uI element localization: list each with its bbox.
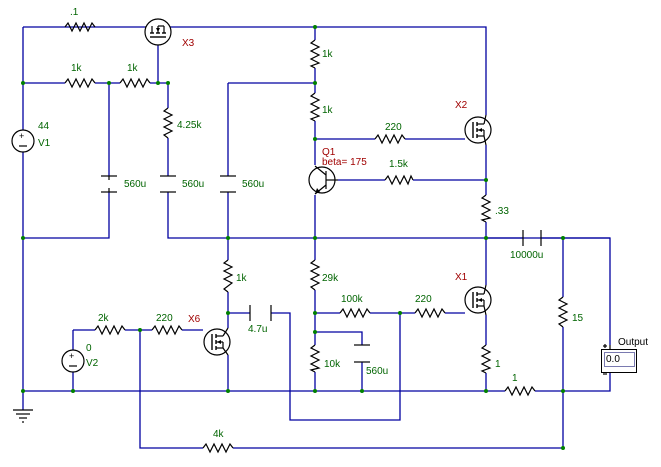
mosfet-x1-label: X1 xyxy=(455,272,468,283)
resistor-1k-x6[interactable]: 1k xyxy=(222,259,248,293)
svg-text:+: + xyxy=(19,131,24,141)
resistor-1k5-label: 1.5k xyxy=(389,159,409,170)
resistor-29k[interactable]: 29k xyxy=(309,259,339,291)
resistor-100k-label: 100k xyxy=(341,294,364,305)
resistor-1-x1-label: 1 xyxy=(495,359,501,370)
capacitor-560u-c[interactable]: 560u xyxy=(220,175,264,193)
capacitor-560u-a-label: 560u xyxy=(124,179,146,190)
transistor-q1[interactable]: Q1 beta= 175 xyxy=(308,147,367,195)
resistor-4k25[interactable]: 4.25k xyxy=(162,107,202,139)
resistor-10k[interactable]: 10k xyxy=(309,344,341,373)
output-meter[interactable]: 0.0 xyxy=(601,349,637,373)
capacitor-4u7-label: 4.7u xyxy=(248,324,267,335)
resistor-220-x6-label: 220 xyxy=(156,313,173,324)
resistor-10k-label: 10k xyxy=(324,359,341,370)
resistor-15[interactable]: 15 xyxy=(557,296,584,328)
resistor-1k-mid-label: 1k xyxy=(322,105,334,116)
mosfet-x2[interactable]: X2 xyxy=(455,100,492,146)
resistor-1k-b[interactable]: 1k xyxy=(119,63,151,89)
resistor-r01[interactable]: .1 xyxy=(64,7,96,33)
v1-value-label: 44 xyxy=(38,121,50,132)
resistor-1k-mid[interactable]: 1k xyxy=(309,92,334,122)
v2-value-label: 0 xyxy=(86,343,92,354)
resistor-1k-a[interactable]: 1k xyxy=(64,63,96,89)
resistor-1k5[interactable]: 1.5k xyxy=(384,159,414,186)
resistor-033[interactable]: .33 xyxy=(480,194,509,223)
capacitor-560u-b[interactable]: 560u xyxy=(160,175,204,193)
resistor-4k-label: 4k xyxy=(213,429,225,440)
q1-label: Q1 xyxy=(322,147,336,158)
mosfet-x1[interactable]: X1 xyxy=(455,272,492,316)
resistor-1k-top-label: 1k xyxy=(322,49,334,60)
resistor-1k-top[interactable]: 1k xyxy=(309,39,334,69)
resistor-100k[interactable]: 100k xyxy=(339,294,371,319)
capacitor-560u-b-label: 560u xyxy=(182,179,204,190)
mosfet-x6[interactable]: X6 xyxy=(188,314,231,356)
mosfet-x6-label: X6 xyxy=(188,314,201,325)
resistor-1-bottom[interactable]: 1 xyxy=(504,373,536,397)
capacitor-560u-d[interactable]: 560u xyxy=(354,344,388,377)
v2-name-label: V2 xyxy=(86,358,99,369)
capacitor-560u-d-label: 560u xyxy=(366,366,388,377)
capacitor-10000u-label: 10000u xyxy=(510,250,543,261)
voltage-source-v2[interactable]: + 0 V2 xyxy=(61,343,99,373)
resistor-29k-label: 29k xyxy=(322,273,339,284)
ground-icon xyxy=(13,409,33,423)
resistor-220-x6[interactable]: 220 xyxy=(151,313,183,336)
resistor-220-x1[interactable]: 220 xyxy=(414,294,446,319)
output-value: 0.0 xyxy=(604,352,635,367)
voltage-source-v1[interactable]: + 44 V1 xyxy=(11,121,51,153)
resistor-4k25-label: 4.25k xyxy=(177,120,202,131)
resistor-1k-a-label: 1k xyxy=(71,63,83,74)
capacitor-560u-a[interactable]: 560u xyxy=(101,175,146,193)
v1-name-label: V1 xyxy=(38,138,51,149)
capacitor-4u7[interactable]: 4.7u xyxy=(248,305,272,335)
mosfet-x3-label: X3 xyxy=(182,38,195,49)
junctions xyxy=(21,25,565,450)
resistor-220-top-label: 220 xyxy=(385,122,402,133)
resistor-2k-label: 2k xyxy=(98,313,110,324)
resistor-2k[interactable]: 2k xyxy=(94,313,126,336)
capacitor-560u-c-label: 560u xyxy=(242,179,264,190)
resistor-1-x1[interactable]: 1 xyxy=(480,344,501,374)
resistor-4k[interactable]: 4k xyxy=(202,429,234,454)
resistor-1k-b-label: 1k xyxy=(127,63,139,74)
resistor-15-label: 15 xyxy=(572,313,584,324)
mosfet-x3[interactable]: X3 xyxy=(144,18,195,49)
output-label: Output xyxy=(618,337,648,348)
resistor-r01-label: .1 xyxy=(70,7,79,18)
mosfet-x2-label: X2 xyxy=(455,100,468,111)
resistor-1-bottom-label: 1 xyxy=(512,373,518,384)
resistor-220-top[interactable]: 220 xyxy=(374,122,406,145)
wires xyxy=(22,26,611,449)
resistor-220-x1-label: 220 xyxy=(415,294,432,305)
svg-text:+: + xyxy=(69,351,74,361)
resistor-033-label: .33 xyxy=(495,206,509,217)
q1-beta-label: beta= 175 xyxy=(322,157,367,168)
resistor-1k-x6-label: 1k xyxy=(236,273,248,284)
capacitor-10000u[interactable]: 10000u xyxy=(510,230,543,261)
